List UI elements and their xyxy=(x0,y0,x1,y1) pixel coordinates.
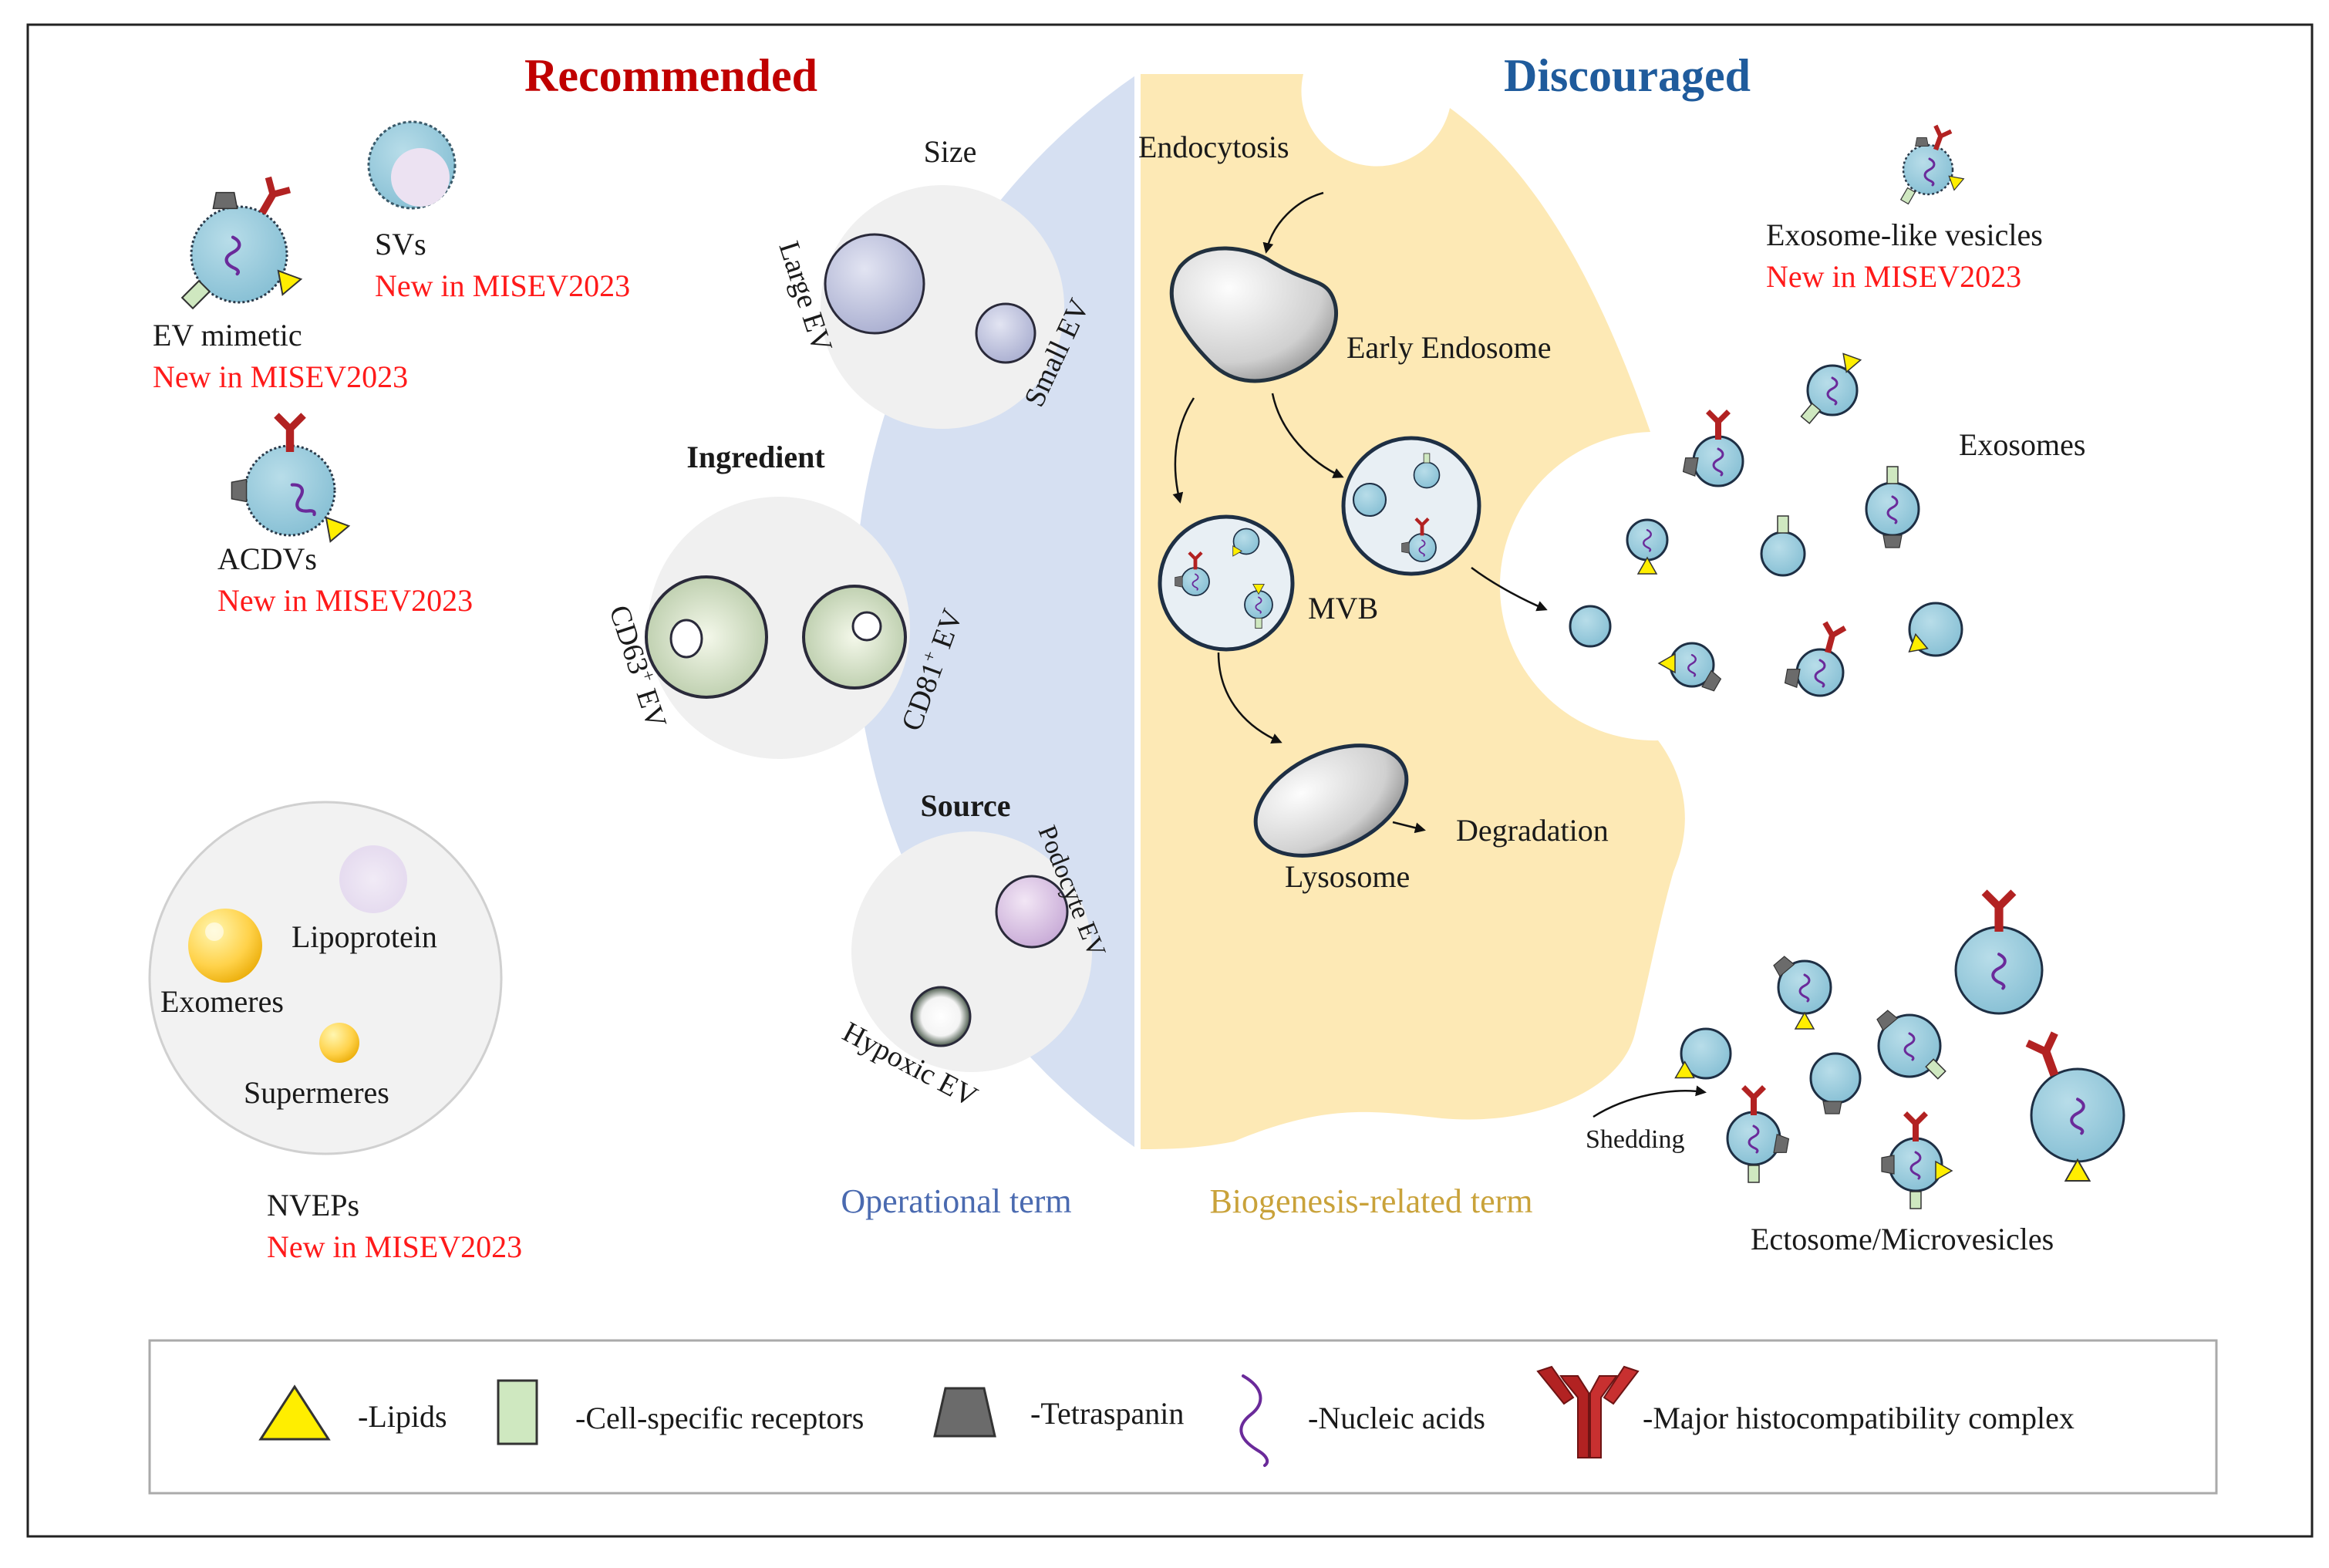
podocyte-ev xyxy=(995,875,1069,949)
mvb-label: MVB xyxy=(1308,591,1378,626)
lysosome-label: Lysosome xyxy=(1285,859,1410,894)
tetraspanin-trapezoid-icon xyxy=(933,1387,996,1438)
ectosome-label: Ectosome/Microvesicles xyxy=(1751,1222,2054,1256)
legend-item-receptors: -Cell-specific receptors xyxy=(497,1379,864,1445)
exosome-cluster xyxy=(1569,352,1963,697)
exosome-like-new-note: New in MISEV2023 xyxy=(1766,259,2021,294)
endocytosis-arrow xyxy=(1262,191,1324,254)
shedding-label: Shedding xyxy=(1586,1125,1684,1154)
endocytosis-label: Endocytosis xyxy=(1138,130,1289,164)
hypoxic-ev xyxy=(910,986,972,1047)
ev-mimetic-new-note: New in MISEV2023 xyxy=(153,359,408,394)
nvep-label: NVEPs xyxy=(267,1188,359,1222)
endosome-to-mvb2-arrow xyxy=(1271,393,1344,478)
legend-item-lipids: -Lipids xyxy=(258,1384,447,1441)
ectosome-cluster xyxy=(1670,889,2125,1209)
lipoprotein-particle xyxy=(339,845,407,913)
legend-label-receptors: -Cell-specific receptors xyxy=(575,1401,864,1435)
legend-label-nucleic-acids: -Nucleic acids xyxy=(1308,1401,1485,1435)
shedding-arrow xyxy=(1593,1085,1707,1118)
endosome-to-mvb1-arrow xyxy=(1172,397,1195,504)
biogenesis-term-label: Biogenesis-related term xyxy=(1209,1182,1532,1220)
mvb-left xyxy=(1158,514,1295,652)
degradation-label: Degradation xyxy=(1456,813,1609,848)
ev-mimetic-label: EV mimetic xyxy=(153,318,302,352)
receptor-rectangle-icon xyxy=(497,1379,538,1445)
sv-new-note: New in MISEV2023 xyxy=(375,268,630,303)
cd63-ev xyxy=(645,575,768,699)
small-ev xyxy=(975,302,1036,364)
legend-label-tetraspanin: -Tetraspanin xyxy=(1030,1396,1184,1431)
early-endosome-label: Early Endosome xyxy=(1347,330,1552,365)
early-endosome xyxy=(1169,246,1339,383)
operational-term-label: Operational term xyxy=(841,1182,1071,1220)
legend-item-tetraspanin: -Tetraspanin xyxy=(933,1387,1184,1438)
exosomes-label: Exosomes xyxy=(1959,427,2085,462)
mvb-to-release-arrow xyxy=(1471,566,1548,612)
ev-mimetic-vesicle xyxy=(181,174,302,309)
mvb-to-lysosome-arrow xyxy=(1217,652,1282,744)
lysosome-to-degradation-arrow xyxy=(1392,821,1426,834)
acdv-vesicle xyxy=(231,413,350,542)
supermere-particle xyxy=(319,1023,359,1063)
source-title: Source xyxy=(920,788,1010,823)
lipid-triangle-icon xyxy=(258,1384,331,1441)
exomeres-label: Exomeres xyxy=(160,984,284,1019)
lysosome xyxy=(1253,744,1409,858)
acdv-label: ACDVs xyxy=(217,541,317,576)
mhc-antibody-icon xyxy=(1536,1365,1640,1458)
legend-item-mhc: -Major histocompatibility complex xyxy=(1536,1365,2075,1458)
exosome-like-vesicle xyxy=(1900,123,1964,205)
legend-label-lipids: -Lipids xyxy=(358,1399,447,1434)
heading-recommended: Recommended xyxy=(524,50,817,101)
legend-label-mhc: -Major histocompatibility complex xyxy=(1643,1401,2075,1435)
heading-discouraged: Discouraged xyxy=(1504,50,1751,101)
exosome-like-label: Exosome-like vesicles xyxy=(1766,217,2043,252)
lipoprotein-label: Lipoprotein xyxy=(292,919,437,954)
sv-label: SVs xyxy=(375,227,426,261)
sv-vesicle xyxy=(367,120,457,210)
nucleic-acid-squiggle-icon xyxy=(1239,1374,1269,1467)
supermeres-label: Supermeres xyxy=(244,1075,389,1110)
nvep-new-note: New in MISEV2023 xyxy=(267,1229,522,1264)
acdv-new-note: New in MISEV2023 xyxy=(217,583,473,618)
exomere-particle xyxy=(188,909,262,983)
mvb-right xyxy=(1341,436,1481,576)
size-title: Size xyxy=(924,134,977,169)
legend-item-nucleic-acids: -Nucleic acids xyxy=(1239,1374,1485,1467)
cd81-ev xyxy=(802,585,907,690)
ingredient-title: Ingredient xyxy=(686,440,825,474)
nvep-group xyxy=(148,801,503,1155)
large-ev xyxy=(824,233,925,335)
legend-box xyxy=(148,1339,2218,1495)
